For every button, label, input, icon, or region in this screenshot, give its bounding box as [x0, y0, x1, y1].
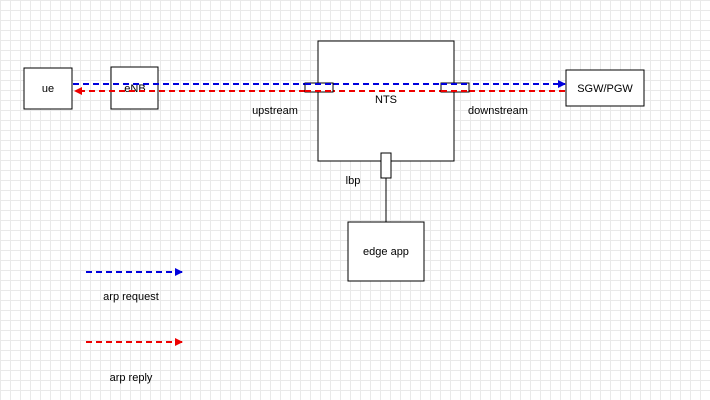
sgw-pgw-node[interactable]: SGW/PGW — [565, 69, 645, 107]
nts-node[interactable]: NTS — [317, 40, 455, 162]
downstream-label: downstream — [468, 105, 528, 117]
legend: arp request arp reply — [86, 268, 183, 384]
enb-node[interactable]: eNB — [110, 66, 159, 110]
downstream-port[interactable] — [440, 82, 470, 93]
ue-node[interactable]: ue — [23, 67, 73, 110]
edge-app-label: edge app — [363, 246, 409, 258]
ue-label: ue — [42, 83, 54, 95]
edge-app-node[interactable]: edge app — [347, 221, 425, 282]
nts-label: NTS — [375, 94, 397, 106]
lbp-label: lbp — [346, 175, 361, 187]
lbp-port[interactable] — [380, 152, 392, 179]
upstream-port[interactable] — [304, 82, 334, 93]
legend-reply-label: arp reply — [110, 372, 153, 384]
sgw-pgw-label: SGW/PGW — [577, 83, 633, 95]
upstream-label: upstream — [252, 105, 298, 117]
legend-request-label: arp request — [103, 291, 159, 303]
